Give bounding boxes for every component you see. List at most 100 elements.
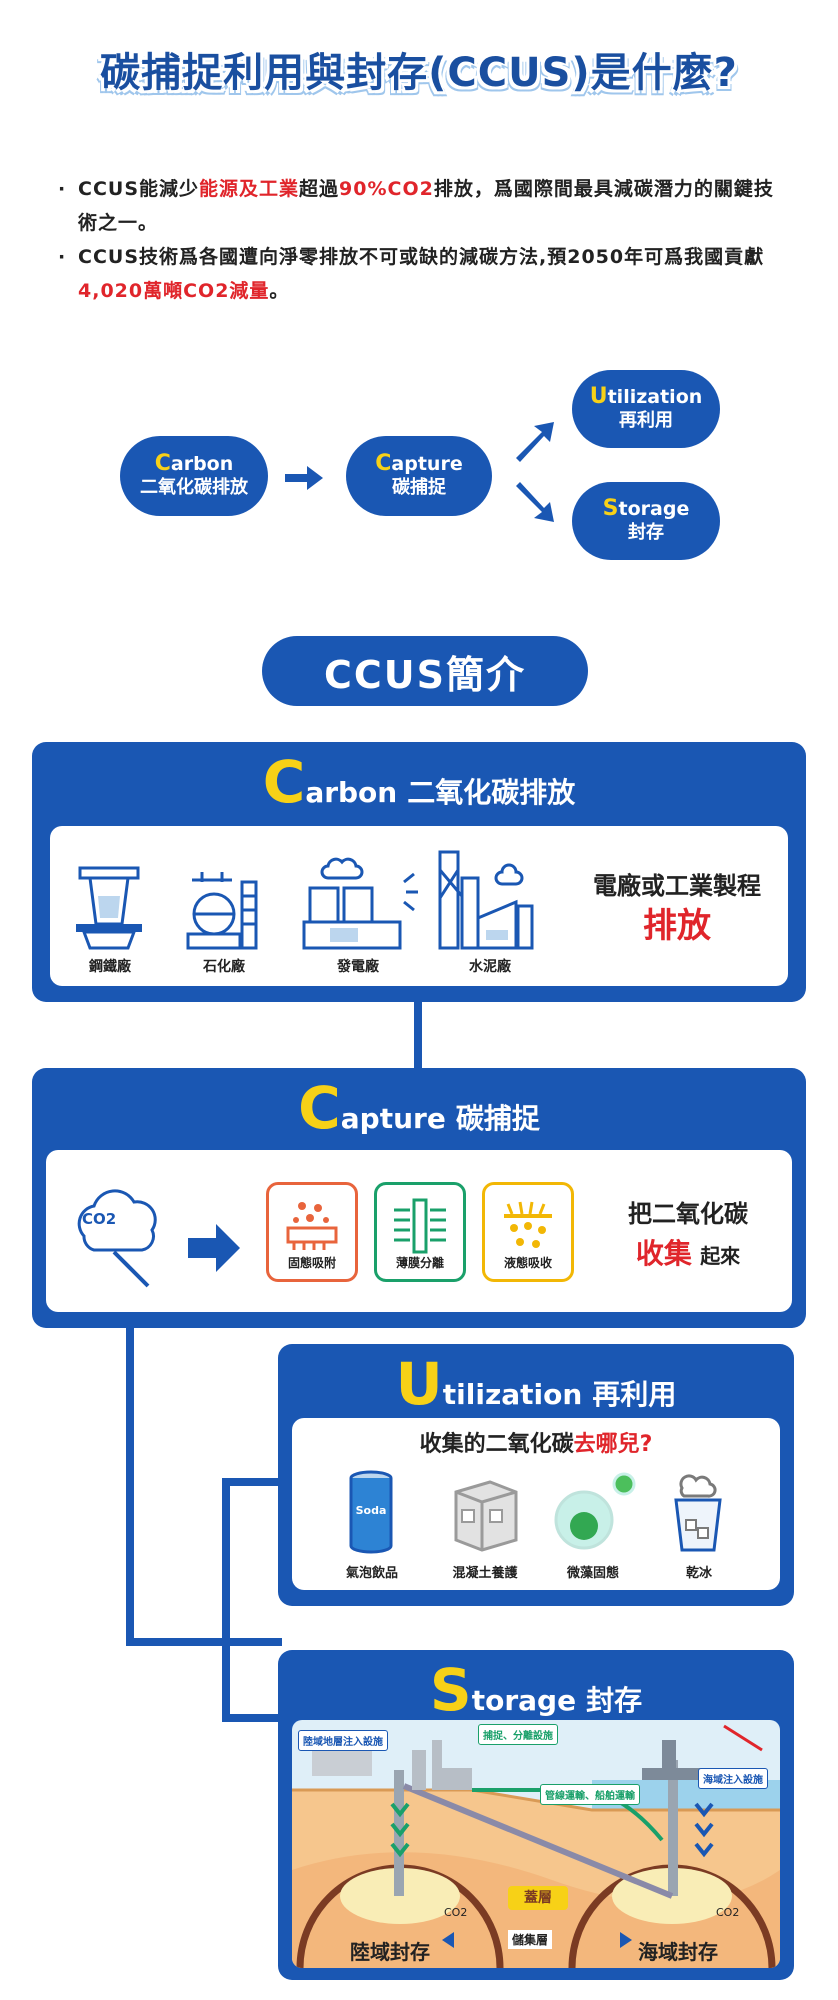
capture-note-line: 把二氧化碳 bbox=[628, 1200, 748, 1228]
power-plant-icon bbox=[302, 857, 418, 950]
capture-method-solid: 固態吸附 bbox=[266, 1182, 358, 1282]
tag-capture-separation: 捕捉、分離設施 bbox=[478, 1724, 558, 1745]
sea-storage-label: 海域封存 bbox=[638, 1940, 718, 1964]
bullet-dot: · bbox=[58, 246, 67, 268]
bullet-text: CCUS技術爲各國遭向淨零排放不可或缺的減碳方法,預2050年可爲我國貢獻 bbox=[78, 246, 765, 268]
soda-can-icon bbox=[349, 1470, 393, 1554]
header-zh: 封存 bbox=[586, 1684, 643, 1717]
arrow-right-icon bbox=[188, 1224, 240, 1272]
connector-line bbox=[414, 998, 422, 1070]
header-cap-letter: C bbox=[298, 1074, 341, 1142]
bullet-2: · CCUS技術爲各國遭向淨零排放不可或缺的減碳方法,預2050年可爲我國貢獻 4… bbox=[58, 240, 788, 308]
section-title: CCUS簡介 bbox=[262, 636, 588, 706]
utilization-item-label: 混凝土養護 bbox=[452, 1566, 518, 1581]
header-en: arbon bbox=[305, 776, 398, 809]
co2-left-label: CO2 bbox=[444, 1906, 468, 1919]
bullet-highlight: 能源及工業 bbox=[199, 178, 300, 200]
bullet-highlight: 90%CO2 bbox=[339, 178, 434, 200]
bullet-text: CCUS能減少 bbox=[78, 178, 200, 200]
reservoir-label: 儲集層 bbox=[508, 1930, 553, 1949]
bullet-text: 。 bbox=[269, 280, 290, 302]
carbon-note: 電廠或工業製程 排放 bbox=[572, 866, 782, 946]
icon-label: 鋼鐵廠 bbox=[89, 959, 131, 975]
solid-adsorption-icon bbox=[286, 1202, 338, 1250]
capture-method-membrane: 薄膜分離 bbox=[374, 1182, 466, 1282]
membrane-separation-icon bbox=[394, 1198, 446, 1254]
cap-rock-label: 蓋層 bbox=[508, 1886, 568, 1910]
utilization-item-label: 微藻固態 bbox=[566, 1566, 619, 1581]
capture-method-liquid: 液態吸收 bbox=[482, 1182, 574, 1282]
flow-en: tilization bbox=[607, 386, 703, 408]
header-zh: 碳捕捉 bbox=[455, 1102, 540, 1135]
header-cap-letter: S bbox=[429, 1656, 472, 1724]
flow-zh: 封存 bbox=[628, 522, 664, 543]
capture-method-label: 薄膜分離 bbox=[395, 1256, 444, 1270]
tag-transport: 管線運輸、船舶運輸 bbox=[540, 1784, 640, 1805]
arrow-right-icon bbox=[285, 466, 323, 490]
header-cap-letter: C bbox=[262, 748, 306, 816]
utilization-question: 收集的二氧化碳去哪兒? bbox=[292, 1426, 780, 1458]
capture-note-emphasis: 收集 bbox=[635, 1237, 692, 1270]
tag-land-injection: 陸域地層注入設施 bbox=[298, 1730, 388, 1751]
flow-cap-letter: C bbox=[154, 451, 171, 476]
storage-diagram bbox=[292, 1720, 780, 1968]
utilization-item-label: 乾冰 bbox=[685, 1566, 712, 1581]
flow-storage-pill: Storage 封存 bbox=[572, 482, 720, 560]
connector-line bbox=[126, 1638, 282, 1646]
bullet-dot: · bbox=[58, 178, 67, 200]
flow-cap-letter: S bbox=[602, 496, 619, 521]
flow-en: apture bbox=[391, 453, 463, 475]
question-text: 收集的二氧化碳 bbox=[419, 1432, 574, 1457]
page-title: 碳捕捉利用與封存(CCUS)是什麼? bbox=[100, 50, 738, 96]
icon-label: 石化廠 bbox=[203, 959, 245, 975]
header-zh: 二氧化碳排放 bbox=[407, 776, 576, 809]
concrete-block-icon bbox=[454, 1480, 518, 1552]
flow-cap-letter: C bbox=[375, 451, 392, 476]
dry-ice-icon bbox=[674, 1474, 722, 1552]
cement-plant-icon bbox=[438, 850, 534, 950]
capture-note-tail: 起來 bbox=[700, 1244, 741, 1268]
liquid-absorption-icon bbox=[504, 1201, 552, 1248]
co2-right-label: CO2 bbox=[716, 1906, 740, 1919]
flow-capture-pill: Capture 碳捕捉 bbox=[346, 436, 492, 516]
connector-line bbox=[222, 1478, 230, 1720]
capture-note: 把二氧化碳 收集 起來 bbox=[590, 1194, 786, 1276]
header-en: apture bbox=[340, 1102, 446, 1135]
connector-line bbox=[222, 1478, 282, 1486]
carbon-note-emphasis: 排放 bbox=[643, 906, 711, 946]
tag-sea-injection: 海域注入設施 bbox=[698, 1768, 768, 1789]
bullet-1: · CCUS能減少能源及工業超過90%CO2排放，爲國際間最具減碳潛力的關鍵技術… bbox=[58, 172, 788, 240]
bullet-text: 超過 bbox=[299, 178, 340, 200]
arrow-down-right-icon bbox=[516, 482, 554, 522]
bullet-text: 排放，爲國際間最具減碳潛力的關鍵技術之一。 bbox=[78, 178, 774, 234]
petrochemical-plant-icon bbox=[186, 872, 258, 950]
icon-label: 發電廠 bbox=[337, 959, 379, 975]
flow-en: torage bbox=[618, 498, 690, 520]
capture-method-label: 液態吸收 bbox=[503, 1256, 552, 1270]
connector-line bbox=[126, 1322, 134, 1644]
steel-plant-icon bbox=[76, 866, 142, 950]
bullet-highlight: 4,020萬噸CO2減量 bbox=[78, 280, 270, 302]
flow-zh: 碳捕捉 bbox=[392, 477, 446, 498]
carbon-note-line: 電廠或工業製程 bbox=[593, 872, 761, 900]
carbon-panel-body bbox=[50, 826, 788, 986]
question-highlight: 去哪兒? bbox=[573, 1432, 653, 1457]
arrow-up-right-icon bbox=[516, 422, 554, 462]
flow-en: arbon bbox=[170, 453, 234, 475]
flow-zh: 再利用 bbox=[619, 410, 673, 431]
flow-utilization-pill: Utilization 再利用 bbox=[572, 370, 720, 448]
header-cap-letter: U bbox=[395, 1350, 443, 1418]
soda-label: Soda bbox=[355, 1504, 387, 1517]
header-en: torage bbox=[471, 1684, 577, 1717]
flow-zh: 二氧化碳排放 bbox=[140, 477, 248, 498]
header-zh: 再利用 bbox=[592, 1378, 677, 1411]
utilization-item-label: 氣泡飲品 bbox=[345, 1566, 398, 1581]
land-storage-label: 陸域封存 bbox=[350, 1940, 430, 1964]
connector-line bbox=[222, 1714, 282, 1722]
icon-label: 水泥廠 bbox=[469, 959, 511, 975]
flow-carbon-pill: Carbon 二氧化碳排放 bbox=[120, 436, 268, 516]
